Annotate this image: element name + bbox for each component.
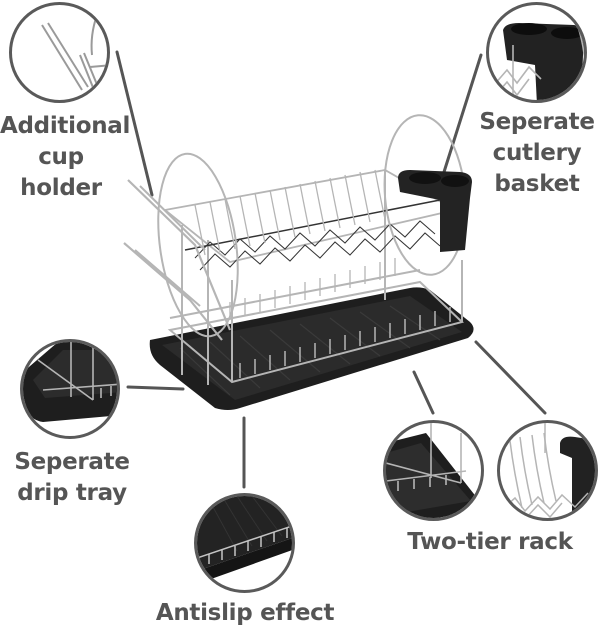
label-line: Seperate [14, 449, 130, 475]
label-line: Seperate [479, 109, 595, 135]
two-tier-detail-circle-2 [497, 420, 598, 521]
cup-holder-detail-image [41, 14, 107, 91]
drip-tray-detail-image [23, 342, 117, 422]
antislip-detail-image [197, 496, 292, 584]
label-line: Two-tier rack [407, 529, 573, 555]
two-tier-label: Two-tier rack [405, 527, 575, 558]
antislip-label: Antislip effect [155, 598, 335, 629]
antislip-detail-circle [194, 493, 295, 593]
cup-holder-detail-circle [9, 2, 110, 103]
cutlery-basket-detail-circle [486, 2, 587, 103]
label-line: Antislip effect [155, 600, 335, 626]
leader-lines [115, 50, 547, 489]
drip-tray-label: Seperate drip tray [8, 447, 136, 509]
two-tier-detail-image-2 [500, 423, 595, 518]
two-tier-detail-image-1 [386, 423, 481, 518]
cutlery-basket-shape [398, 170, 472, 252]
label-line: basket [494, 171, 580, 197]
label-line: drip tray [17, 480, 127, 506]
drip-tray-detail-circle [20, 339, 120, 439]
cup-holder-label: Additional cup holder [0, 111, 131, 204]
label-line: Additional [0, 113, 131, 139]
label-line: cutlery [492, 140, 582, 166]
cutlery-basket-detail-image [493, 9, 584, 100]
label-line: cup holder [20, 144, 102, 201]
cutlery-basket-label: Seperate cutlery basket [478, 107, 596, 200]
two-tier-detail-circle-1 [383, 420, 484, 521]
drip-tray-shape [149, 287, 474, 410]
